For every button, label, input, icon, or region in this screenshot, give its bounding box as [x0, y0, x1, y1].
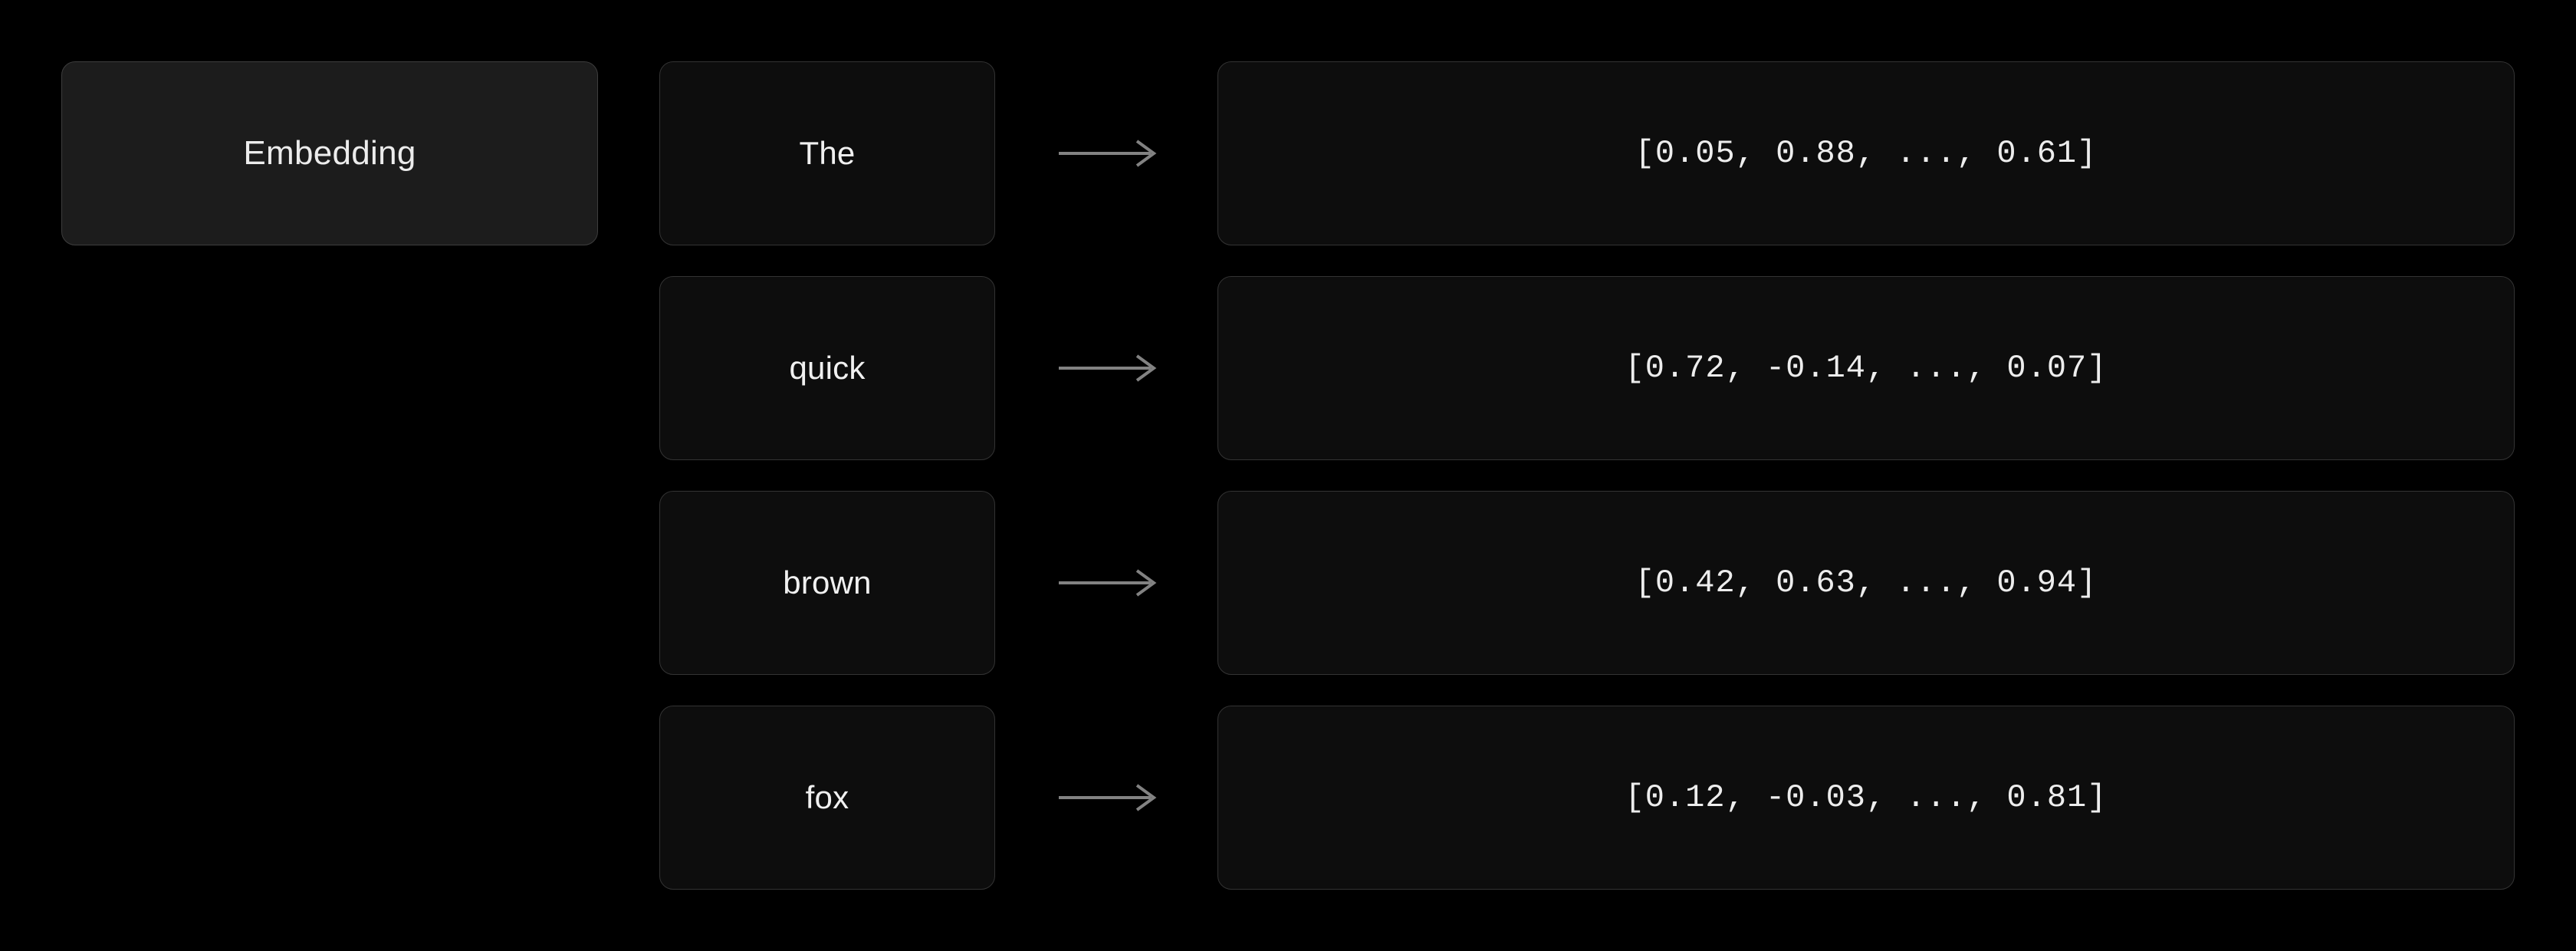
token-box-1[interactable]: quick: [659, 276, 995, 460]
vector-value: [0.42, 0.63, ..., 0.94]: [1635, 564, 2098, 601]
vector-box-2[interactable]: [0.42, 0.63, ..., 0.94]: [1217, 491, 2515, 675]
embedding-row: quick [0.72, -0.14, ..., 0.07]: [0, 276, 2576, 460]
vector-box-1[interactable]: [0.72, -0.14, ..., 0.07]: [1217, 276, 2515, 460]
token-box-2[interactable]: brown: [659, 491, 995, 675]
arrow-right-icon: [1050, 706, 1165, 890]
embedding-panel: Embedding: [61, 61, 598, 245]
token-box-3[interactable]: fox: [659, 706, 995, 890]
embedding-row: The [0.05, 0.88, ..., 0.61]: [0, 61, 2576, 245]
token-label: brown: [783, 564, 872, 601]
embedding-row: fox [0.12, -0.03, ..., 0.81]: [0, 706, 2576, 890]
embedding-label: Embedding: [243, 134, 416, 172]
embedding-row: brown [0.42, 0.63, ..., 0.94]: [0, 491, 2576, 675]
token-label: quick: [789, 350, 866, 386]
token-label: The: [799, 135, 856, 171]
token-box-0[interactable]: The: [659, 61, 995, 245]
vector-value: [0.05, 0.88, ..., 0.61]: [1635, 135, 2098, 172]
arrow-right-icon: [1050, 276, 1165, 460]
arrow-right-icon: [1050, 491, 1165, 675]
vector-box-3[interactable]: [0.12, -0.03, ..., 0.81]: [1217, 706, 2515, 890]
vector-box-0[interactable]: [0.05, 0.88, ..., 0.61]: [1217, 61, 2515, 245]
token-label: fox: [805, 779, 849, 815]
arrow-right-icon: [1050, 61, 1165, 245]
vector-value: [0.72, -0.14, ..., 0.07]: [1625, 350, 2108, 387]
vector-value: [0.12, -0.03, ..., 0.81]: [1625, 779, 2108, 816]
